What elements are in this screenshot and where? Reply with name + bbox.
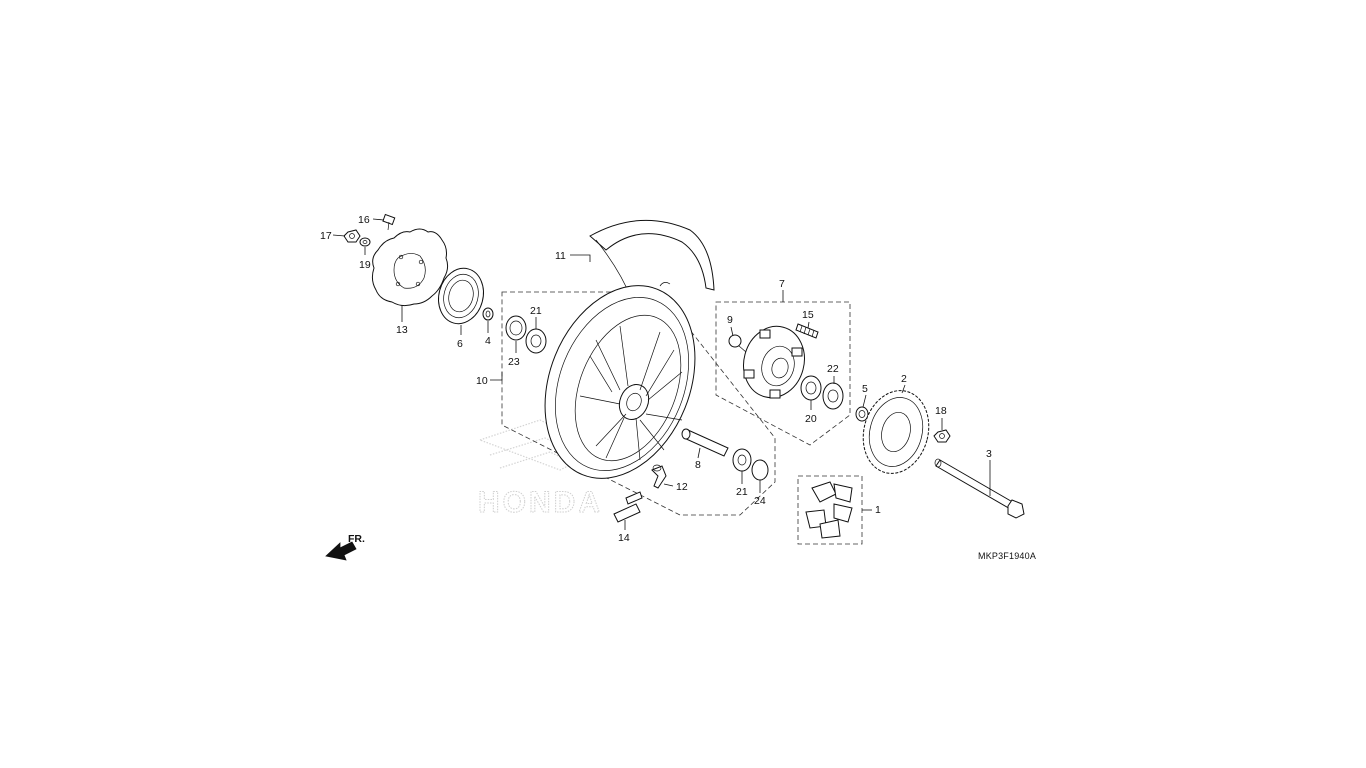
callout-16: 16 bbox=[358, 214, 370, 226]
leader-lines bbox=[332, 218, 991, 530]
hub-assembly-box bbox=[715, 301, 851, 446]
wheel-damper-1 bbox=[805, 481, 853, 539]
front-direction-label: FR. bbox=[348, 533, 365, 545]
balance-weight-14 bbox=[613, 491, 643, 523]
bolt-16 bbox=[382, 213, 396, 231]
callout-12: 12 bbox=[676, 481, 688, 493]
callout-24: 24 bbox=[754, 495, 766, 507]
washer-19 bbox=[359, 237, 371, 247]
driven-flange-hub-7 bbox=[743, 325, 805, 399]
callout-8: 8 bbox=[695, 459, 701, 471]
callout-22: 22 bbox=[827, 363, 839, 375]
circlip-24 bbox=[751, 459, 769, 481]
callout-3: 3 bbox=[986, 448, 992, 460]
watermark-text: HONDA bbox=[478, 486, 603, 519]
honda-watermark: HONDA bbox=[478, 419, 603, 520]
spacer-8 bbox=[681, 428, 729, 457]
brake-disc-13 bbox=[371, 228, 449, 307]
bearing-21-right bbox=[732, 448, 752, 472]
callout-15: 15 bbox=[802, 309, 814, 321]
callout-17: 17 bbox=[320, 230, 332, 242]
callout-19: 19 bbox=[359, 259, 371, 271]
valve-12 bbox=[651, 464, 667, 489]
callout-20: 20 bbox=[805, 413, 817, 425]
callout-21-right: 21 bbox=[736, 486, 748, 498]
collar-4 bbox=[482, 307, 494, 321]
wheel-rim-10 bbox=[544, 285, 696, 479]
bearing-20 bbox=[800, 375, 822, 401]
bearing-21-left bbox=[525, 328, 547, 354]
nut-18 bbox=[933, 429, 951, 443]
callout-1: 1 bbox=[875, 504, 881, 516]
callout-2: 2 bbox=[901, 373, 907, 385]
axle-3 bbox=[934, 458, 1025, 519]
callout-numbers: 16 17 19 13 6 4 21 23 11 10 8 12 14 21 2… bbox=[320, 214, 992, 544]
callout-6: 6 bbox=[457, 338, 463, 350]
bolt-9 bbox=[728, 334, 747, 353]
callout-21-left: 21 bbox=[530, 305, 542, 317]
callout-13: 13 bbox=[396, 324, 408, 336]
callout-23: 23 bbox=[508, 356, 520, 368]
dust-seal-6 bbox=[438, 267, 484, 325]
callout-18: 18 bbox=[935, 405, 947, 417]
nut-17 bbox=[343, 229, 361, 243]
bearing-23 bbox=[505, 315, 527, 341]
callout-9: 9 bbox=[727, 314, 733, 326]
callout-10: 10 bbox=[476, 375, 488, 387]
stud-15 bbox=[795, 323, 819, 339]
callout-7: 7 bbox=[779, 278, 785, 290]
collar-5 bbox=[855, 406, 869, 422]
callout-14: 14 bbox=[618, 532, 630, 544]
oil-seal-22 bbox=[822, 382, 844, 410]
callout-5: 5 bbox=[862, 383, 868, 395]
diagram-code: MKP3F1940A bbox=[978, 551, 1036, 561]
sprocket-2 bbox=[862, 390, 930, 474]
front-direction-arrow: FR. bbox=[325, 533, 365, 561]
callout-4: 4 bbox=[485, 335, 491, 347]
callout-11: 11 bbox=[555, 250, 566, 262]
